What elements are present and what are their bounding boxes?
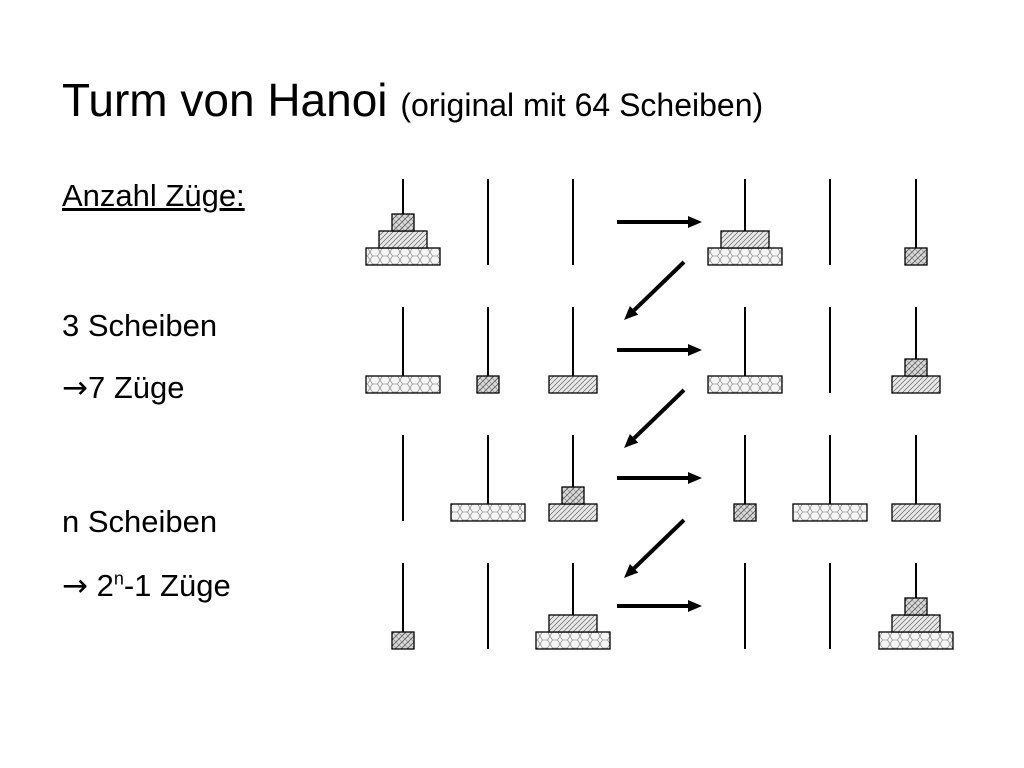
disk-small <box>904 358 928 377</box>
arrow-shaft <box>632 388 686 440</box>
tower-state <box>707 179 928 266</box>
arrow-head <box>688 472 702 484</box>
disk-medium <box>891 614 941 633</box>
tower-state <box>744 563 954 650</box>
case-n-disks-result: → 2n-1 Züge <box>62 566 231 606</box>
disk-medium <box>548 503 598 522</box>
move-arrow-down-left <box>624 260 686 320</box>
arrow-head <box>688 600 702 612</box>
title-subtitle: (original mit 64 Scheiben) <box>400 87 764 123</box>
disk-large <box>450 503 526 522</box>
disk-large <box>365 375 441 394</box>
arrow-shaft <box>632 518 686 570</box>
tower-state <box>733 435 941 522</box>
arrow-shaft <box>632 260 686 312</box>
formula-base: 2 <box>87 568 114 603</box>
move-arrow-right <box>617 472 702 484</box>
disk-medium <box>378 230 428 249</box>
case-three-disks-moves: 7 Züge <box>87 370 185 405</box>
disk-medium <box>548 614 598 633</box>
tower-state <box>391 563 611 650</box>
disk-large <box>365 247 441 266</box>
formula-exponent: n <box>113 568 124 589</box>
disk-small <box>904 597 928 616</box>
right-arrow-icon: → <box>62 370 88 406</box>
disk-medium <box>548 375 598 394</box>
tower-state <box>707 307 941 394</box>
tower-state <box>365 179 574 266</box>
title-main: Turm von Hanoi <box>62 74 388 126</box>
disk-medium <box>720 230 770 249</box>
slide-title: Turm von Hanoi (original mit 64 Scheiben… <box>62 72 763 133</box>
arrow-head <box>688 216 702 228</box>
move-arrow-right <box>617 600 702 612</box>
move-arrow-down-left <box>624 518 686 578</box>
move-arrow-right <box>617 216 702 228</box>
moves-heading: Anzahl Züge: <box>62 178 245 213</box>
disk-small <box>733 503 757 522</box>
formula-rest: -1 Züge <box>123 568 231 603</box>
disk-large <box>792 503 868 522</box>
right-arrow-icon: → <box>62 568 88 604</box>
disk-small <box>391 631 415 650</box>
tower-state <box>365 307 598 394</box>
move-arrow-right <box>617 344 702 356</box>
disk-large <box>707 375 783 394</box>
disk-large <box>707 247 783 266</box>
case-three-disks-label: 3 Scheiben <box>62 308 218 343</box>
disk-large <box>535 631 611 650</box>
arrow-head <box>624 305 639 320</box>
arrow-head <box>624 563 639 578</box>
arrow-head <box>624 433 639 448</box>
case-n-disks-label: n Scheiben <box>62 504 218 539</box>
move-arrow-down-left <box>624 388 686 448</box>
case-three-disks-result: →7 Züge <box>62 368 185 408</box>
disk-medium <box>891 503 941 522</box>
disk-medium <box>891 375 941 394</box>
disk-small <box>476 375 500 394</box>
disk-large <box>878 631 954 650</box>
disk-small <box>904 247 928 266</box>
disk-small <box>561 486 585 505</box>
disk-small <box>391 213 415 232</box>
arrow-head <box>688 344 702 356</box>
tower-state <box>402 435 598 522</box>
